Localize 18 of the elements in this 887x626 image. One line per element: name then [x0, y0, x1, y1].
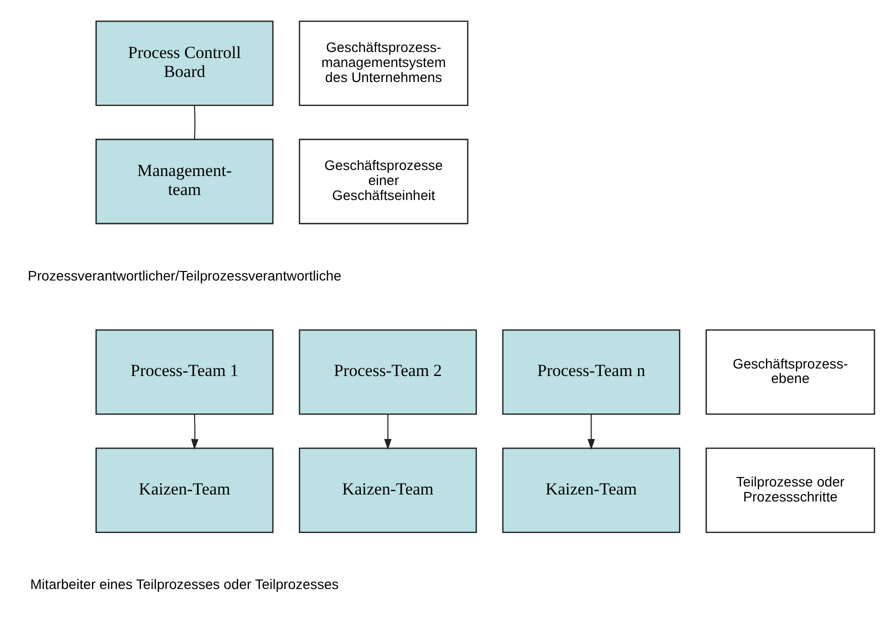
node-box: Process-Team n: [502, 329, 680, 415]
node-box: Process Controll Board: [95, 20, 274, 106]
node-box: Kaizen-Team: [502, 448, 680, 533]
node-box: Process-Team 2: [298, 329, 477, 415]
label: Prozessverantwortlicher/Teilprozessverantwortliche: [28, 267, 342, 284]
node-box: Process-Team 1: [95, 329, 274, 415]
arrow: [588, 414, 595, 450]
node-box: Geschäftsprozesse einer Geschäftseinheit: [298, 138, 468, 224]
node-box: Geschäftsprozess- ebene: [706, 329, 876, 415]
node-box: Geschäftsprozess- managementsystem des Unternehmens: [298, 20, 468, 106]
arrow: [384, 414, 392, 450]
arrow: [191, 414, 199, 450]
node-box: Kaizen-Team: [298, 448, 477, 533]
node-box: Management- team: [95, 138, 274, 224]
node-box: Kaizen-Team: [95, 448, 274, 533]
connector: [194, 106, 196, 140]
node-box: Teilprozesse oder Prozessschritte: [706, 448, 876, 533]
label: Mitarbeiter eines Teilprozesses oder Teilprozesses: [30, 576, 339, 592]
